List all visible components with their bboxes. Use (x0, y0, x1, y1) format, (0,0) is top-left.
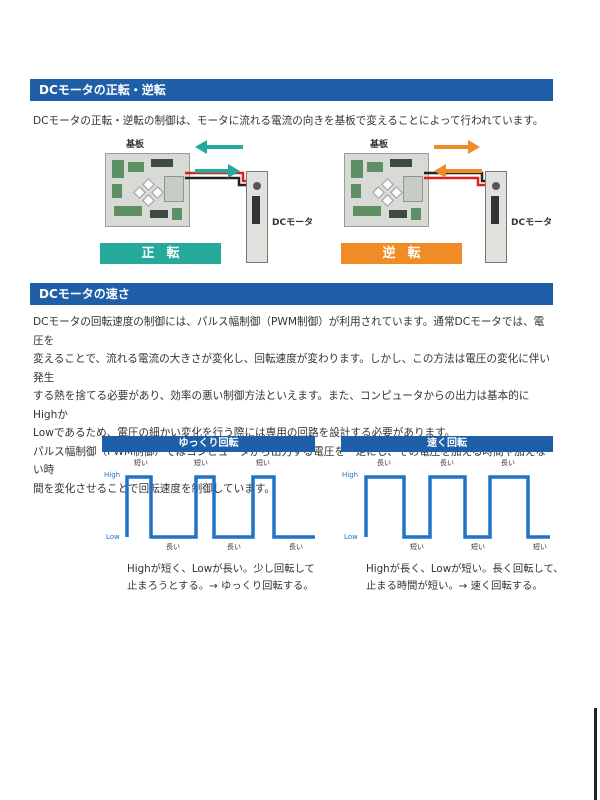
fast-high-note-3: 長い (501, 459, 515, 467)
slow-pwm-waveform (125, 475, 315, 539)
slow-high-note-3: 短い (256, 459, 270, 467)
fast-low-label: Low (344, 533, 358, 541)
fast-low-note-2: 短い (471, 543, 485, 551)
fast-caption-line: 止まる時間が短い。→ 速く回転する。 (366, 579, 543, 592)
dc-motor-image (246, 171, 268, 263)
fast-high-note-2: 長い (440, 459, 454, 467)
fast-caption: Highが長く、Lowが短い。長く回転して、 止まる時間が短い。→ 速く回転する… (366, 561, 564, 594)
speed-paragraph-line: 変えることで、流れる電流の大きさが変化し、回転速度が変わります。しかし、この方法… (33, 353, 550, 384)
reverse-badge: 逆転 (341, 243, 462, 264)
slow-chart-title: ゆっくり回転 (102, 436, 315, 452)
slow-high-label: High (104, 471, 121, 479)
circuit-board-image (105, 153, 190, 227)
slow-low-note-2: 長い (227, 543, 241, 551)
forward-current-diagram (185, 140, 247, 187)
slow-caption: Highが短く、Lowが長い。少し回転して 止まろうとする。→ ゆっくり回転する… (127, 561, 315, 594)
slow-high-note-1: 短い (134, 459, 148, 467)
slow-caption-line: 止まろうとする。→ ゆっくり回転する。 (127, 579, 314, 592)
slow-low-note-3: 長い (289, 543, 303, 551)
slow-high-note-2: 短い (194, 459, 208, 467)
reverse-current-diagram (424, 140, 486, 187)
fast-chart-title: 速く回転 (341, 436, 553, 452)
forward-badge: 正転 (100, 243, 221, 264)
speed-paragraph-line: する熱を捨てる必要があり、効率の悪い制御方法といえます。また、コンピュータからの… (33, 390, 530, 421)
section-header-speed: DCモータの速さ (30, 283, 553, 305)
board-label: 基板 (126, 140, 145, 150)
motor-label: DCモータ (272, 218, 314, 228)
dc-motor-image-2 (485, 171, 507, 263)
fast-caption-line: Highが長く、Lowが短い。長く回転して、 (366, 563, 564, 575)
section-header-direction: DCモータの正転・逆転 (30, 79, 553, 101)
fast-low-note-1: 短い (410, 543, 424, 551)
slow-low-label: Low (106, 533, 120, 541)
fast-high-label: High (342, 471, 359, 479)
motor-label-2: DCモータ (511, 218, 553, 228)
speed-paragraph-line: DCモータの回転速度の制御には、パルス幅制御（PWM制御）が利用されています。通… (33, 316, 545, 347)
fast-low-note-3: 短い (533, 543, 547, 551)
fast-high-note-1: 長い (377, 459, 391, 467)
fast-pwm-waveform (364, 475, 550, 539)
board-label-2: 基板 (370, 140, 389, 150)
slow-low-note-1: 長い (166, 543, 180, 551)
circuit-board-image-2 (344, 153, 429, 227)
scan-edge-mark (594, 708, 597, 800)
direction-description: DCモータの正転・逆転の制御は、モータに流れる電流の向きを基板で変えることによっ… (33, 115, 544, 127)
slow-caption-line: Highが短く、Lowが長い。少し回転して (127, 563, 315, 575)
